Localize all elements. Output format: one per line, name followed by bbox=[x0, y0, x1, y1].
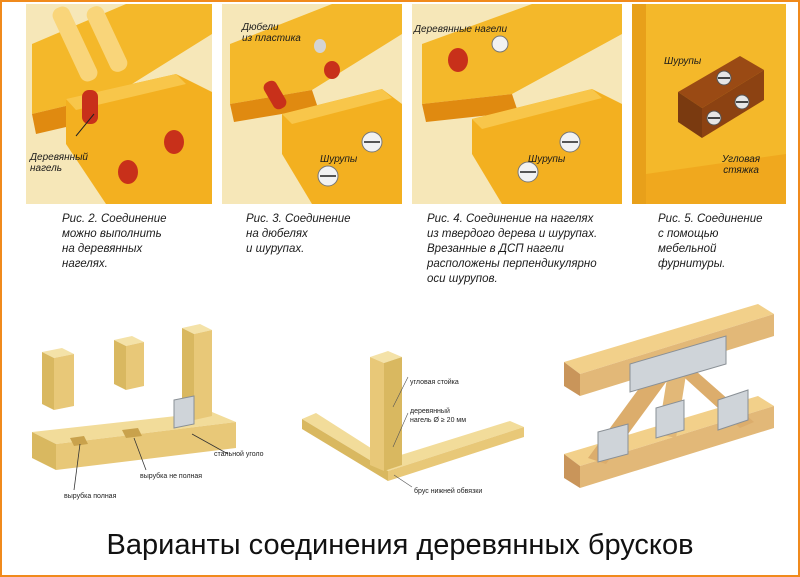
label-screws-4: Шурупы bbox=[664, 56, 702, 67]
panel-furniture-hardware: Шурупы Угловая стяжка bbox=[632, 4, 786, 204]
label-partial-notch: вырубка не полная bbox=[140, 473, 203, 480]
steel-bracket-icon bbox=[173, 395, 195, 429]
notch-joint-illustration bbox=[32, 324, 236, 491]
caption-fig3: Рис. 3. Соединение на дюбелях и шурупах. bbox=[246, 213, 351, 255]
peg-icon bbox=[82, 90, 98, 124]
hardwood-pegs-illustration bbox=[422, 4, 622, 204]
label-corner-post: угловая стойка bbox=[410, 379, 459, 386]
pegs-joint-illustration bbox=[32, 4, 212, 204]
label-plastic-dowels: Дюбели из пластика bbox=[242, 22, 301, 44]
label-full-notch: вырубка полная bbox=[64, 493, 117, 500]
label-peg-diameter: деревянный нагель Ø ≥ 20 мм bbox=[410, 408, 467, 424]
page-title: Варианты соединения деревянных брусков bbox=[106, 529, 694, 561]
dowels-joint-illustration bbox=[230, 4, 402, 204]
label-wooden-pegs: Деревянные нагели bbox=[414, 24, 508, 35]
label-bottom-beam: брус нижней обвязки bbox=[414, 488, 483, 495]
caption-fig5: Рис. 5. Соединение с помощью мебельной ф… bbox=[658, 213, 763, 270]
corner-tie-illustration bbox=[632, 4, 786, 204]
panel-hardwood-pegs: Деревянные нагели Шурупы bbox=[412, 4, 622, 204]
label-wooden-peg: Деревянный нагель bbox=[30, 152, 88, 174]
caption-fig4: Рис. 4. Соединение на нагелях из твердог… bbox=[427, 213, 598, 285]
label-corner-tie: Угловая стяжка bbox=[722, 154, 761, 176]
panel-plastic-dowels: Дюбели из пластика Шурупы bbox=[222, 4, 402, 204]
nail-plate-icon bbox=[629, 335, 727, 393]
label-screws-3: Шурупы bbox=[528, 154, 566, 165]
label-steel-angle: стальной уголо bbox=[214, 451, 264, 458]
caption-fig2: Рис. 2. Соединение можно выполнить на де… bbox=[62, 213, 167, 270]
corner-post-illustration bbox=[302, 351, 524, 488]
label-screws-2: Шурупы bbox=[320, 154, 358, 165]
truss-illustration bbox=[564, 304, 774, 488]
panel-wooden-pegs: Деревянный нагель bbox=[26, 4, 212, 204]
